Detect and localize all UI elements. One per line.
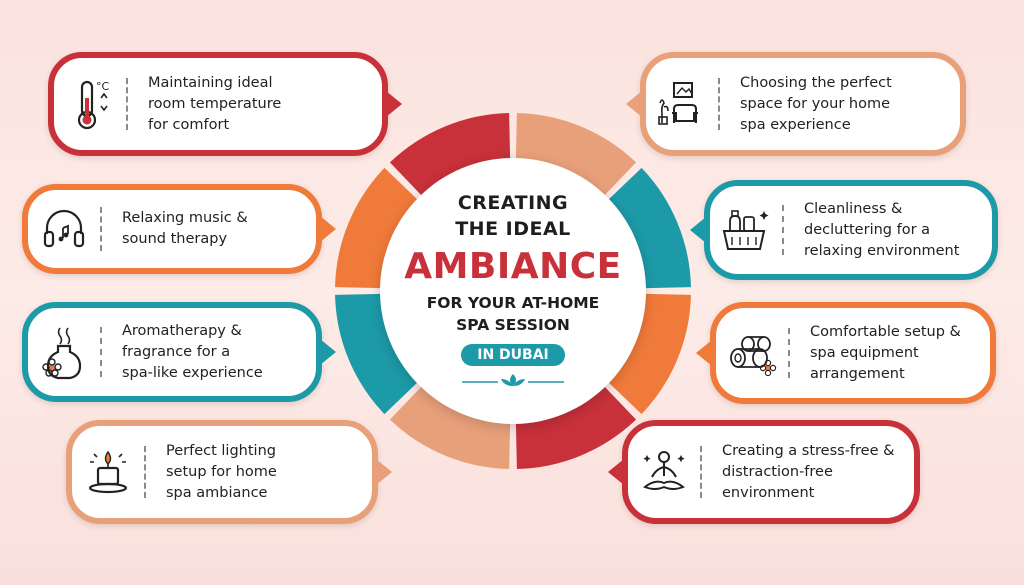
card-text-line: decluttering for a <box>804 221 931 238</box>
card-aromatherapy: Aromatherapy & fragrance for a spa-like … <box>22 302 336 402</box>
svg-text:°C: °C <box>96 80 110 93</box>
card-divider <box>144 446 146 498</box>
title-line-creating: CREATING <box>457 192 569 214</box>
ring-segment-upper-right <box>598 167 691 289</box>
card-text-line: fragrance for a <box>122 343 231 360</box>
card-text: Choosing the perfect space for your home… <box>720 73 906 136</box>
card-text-line: sound therapy <box>122 231 228 247</box>
cleaning-basket-icon <box>710 186 782 274</box>
card-text: Comfortable setup & spa equipment arrang… <box>790 322 975 385</box>
card-text-line: Comfortable setup & <box>810 323 961 340</box>
aroma-vase-icon <box>28 308 100 396</box>
card-text-line: relaxing environment <box>804 242 960 259</box>
card-text-line: Aromatherapy & <box>122 322 242 339</box>
headphones-icon <box>28 190 100 268</box>
card-text: Relaxing music & sound therapy <box>102 208 262 250</box>
card-text-line: setup for home <box>166 463 277 480</box>
card-text-line: Choosing the perfect <box>740 74 892 91</box>
card-text-line: Cleanliness & <box>804 200 903 217</box>
card-text-line: Perfect lighting <box>166 442 276 459</box>
card-text-line: space for your home <box>740 95 891 112</box>
card-text-line: spa ambiance <box>166 484 268 501</box>
title-line-spa-session: SPA SESSION <box>456 316 570 334</box>
card-pointer <box>320 216 336 242</box>
card-divider <box>100 327 102 377</box>
title-line-for-your: FOR YOUR AT-HOME <box>426 294 600 312</box>
card-text-line: environment <box>722 484 815 501</box>
living-space-icon <box>646 58 718 150</box>
card-pointer <box>690 217 706 243</box>
card-divider <box>718 78 720 130</box>
card-text: Maintaining ideal room temperature for c… <box>128 73 295 136</box>
ring-segment-bottom-left <box>389 376 511 469</box>
card-text-line: Relaxing music & <box>122 210 248 226</box>
ring-segment-bottom-right <box>515 376 637 469</box>
card-perfect-space: Choosing the perfect space for your home… <box>626 52 966 156</box>
location-badge: IN DUBAI <box>461 344 565 366</box>
ring-segment-top-left <box>389 113 511 206</box>
card-divider <box>700 446 702 498</box>
card-text-line: arrangement <box>810 365 905 382</box>
card-divider <box>782 205 784 255</box>
card-text: Perfect lighting setup for home spa ambi… <box>146 441 291 504</box>
title-line-the-ideal: THE IDEAL <box>455 218 571 240</box>
card-pointer <box>320 339 336 365</box>
card-stress-free: Creating a stress-free & distraction-fre… <box>608 420 920 524</box>
card-text-line: distraction-free <box>722 463 833 480</box>
card-text: Cleanliness & decluttering for a relaxin… <box>784 199 973 262</box>
meditation-icon <box>628 426 700 518</box>
center-title-circle: CREATING THE IDEAL AMBIANCE FOR YOUR AT-… <box>380 158 646 424</box>
card-divider <box>788 327 790 379</box>
card-relaxing-music: Relaxing music & sound therapy <box>22 184 336 274</box>
card-text: Aromatherapy & fragrance for a spa-like … <box>102 321 277 384</box>
card-room-temperature: °C Maintaining ideal room temperature fo… <box>48 52 402 156</box>
towel-roll-icon <box>716 308 788 398</box>
card-pointer <box>626 91 642 117</box>
candle-icon <box>72 426 144 518</box>
title-headline: AMBIANCE <box>404 246 622 287</box>
card-pointer <box>376 459 392 485</box>
card-pointer <box>696 340 712 366</box>
card-text-line: for comfort <box>148 116 230 133</box>
ring-segment-lower-left <box>335 293 428 415</box>
card-text-line: spa experience <box>740 116 851 133</box>
ring-segment-upper-left <box>335 167 428 289</box>
card-text-line: room temperature <box>148 95 282 112</box>
card-text-line: spa-like experience <box>122 364 263 381</box>
card-text-line: Creating a stress-free & <box>722 442 895 459</box>
card-divider <box>100 207 102 251</box>
card-cleanliness: Cleanliness & decluttering for a relaxin… <box>690 180 998 280</box>
card-divider <box>126 78 128 130</box>
card-text-line: spa equipment <box>810 344 919 361</box>
card-lighting-setup: Perfect lighting setup for home spa ambi… <box>66 420 392 524</box>
card-comfortable-setup: Comfortable setup & spa equipment arrang… <box>696 302 996 404</box>
ring-segment-lower-right <box>598 293 691 415</box>
card-text: Creating a stress-free & distraction-fre… <box>702 441 908 504</box>
card-pointer <box>608 459 624 485</box>
card-text-line: Maintaining ideal <box>148 74 273 91</box>
card-pointer <box>386 91 402 117</box>
thermometer-icon: °C <box>54 58 126 150</box>
lotus-ornament-icon <box>458 372 568 392</box>
ring-segment-top-right <box>515 113 637 206</box>
